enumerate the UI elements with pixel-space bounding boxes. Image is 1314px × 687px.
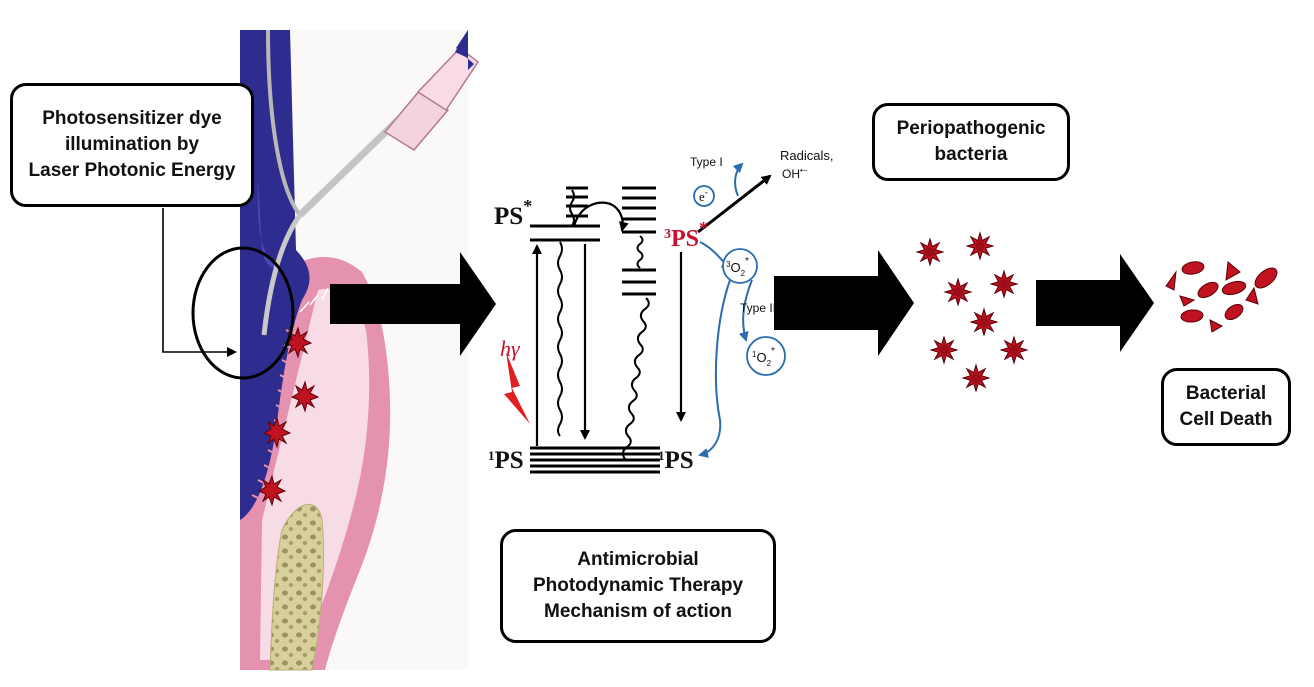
svg-text:1O2*: 1O2*: [752, 346, 775, 368]
bacterium-core: [925, 247, 935, 257]
pocket-bacterium: [257, 474, 287, 507]
illumination-highlight-circle: [191, 246, 295, 380]
cell-death-line-2: Cell Death: [1179, 409, 1273, 430]
flow-arrow-2: [774, 250, 914, 356]
svg-text:3O2*: 3O2*: [726, 256, 749, 278]
fragment-ellipse: [1221, 280, 1247, 296]
jablonski-diagram: PS* 3PS* 1PS 1PS hγ Type I e- Radicals, …: [488, 148, 833, 474]
fragment-triangle: [1245, 286, 1259, 305]
photon-energy-label: hγ: [500, 336, 521, 361]
pocket-bacterium: [262, 416, 292, 449]
bacterium-core: [999, 279, 1009, 289]
singlet-oxygen-circle: [746, 336, 786, 376]
flow-arrow-1: [330, 252, 496, 356]
fragment-triangle: [1165, 270, 1177, 291]
hydroxyl-label: OH•−: [782, 166, 808, 181]
antimicrobial-line-2: Photodynamic Therapy: [532, 575, 744, 596]
cell-death-line-1: Bacterial: [1185, 383, 1267, 404]
radicals-label: Radicals,: [780, 148, 833, 163]
svg-text:e-: e-: [699, 187, 708, 204]
fragment-ellipse: [1181, 261, 1205, 275]
type1-label: Type I: [690, 155, 723, 169]
laser-handpiece: [383, 30, 480, 151]
ground-ps-label-2: 1PS: [658, 447, 694, 474]
triplet-ps-label: 3PS*: [664, 218, 708, 252]
fragment-ellipse: [1180, 309, 1204, 323]
periopathogenic-callout: Periopathogenic bacteria: [872, 103, 1070, 181]
bacterium-core: [971, 373, 981, 383]
type2-label: Type II: [740, 301, 776, 315]
cell-death-callout: Bacterial Cell Death: [1161, 368, 1291, 446]
bacterium-core: [939, 345, 949, 355]
lightning-icon: [504, 352, 530, 424]
fragment-ellipse: [1197, 281, 1219, 299]
tooth-gum-illustration: [191, 29, 480, 671]
bacterium-core: [1009, 345, 1019, 355]
pocket-bacterium: [290, 380, 320, 413]
laser-fiber-top: [266, 29, 302, 217]
intersystem-crossing-arrow: [572, 201, 629, 232]
triplet-oxygen-circle: [722, 248, 758, 284]
ground-levels: [530, 446, 660, 474]
bacterium-core: [975, 241, 985, 251]
electron-circle: [693, 185, 715, 207]
bacterium-core: [979, 317, 989, 327]
fragment-triangle: [1209, 319, 1224, 333]
regeneration-arrow: [698, 279, 731, 458]
periopathogenic-line-1: Periopathogenic: [896, 118, 1046, 139]
fragment-ellipse: [1254, 267, 1278, 289]
photosensitizer-line-1: Photosensitizer dye: [42, 108, 222, 129]
svg-text:PS*: PS*: [494, 196, 532, 230]
type2-arrow-out: [738, 279, 753, 342]
alveolar-bone: [269, 503, 325, 671]
fragment-triangle: [1179, 295, 1196, 307]
photosensitizer-line-3: Laser Photonic Energy: [28, 160, 236, 181]
dead-bacteria-fragments: [1165, 261, 1278, 333]
antimicrobial-line-3: Mechanism of action: [544, 601, 732, 622]
flow-arrow-3: [1036, 254, 1154, 352]
nonradiative-decay-wavy: [621, 297, 650, 460]
photosensitizer-callout: Photosensitizer dye illumination by Lase…: [10, 83, 254, 207]
periopathogenic-line-2: bacteria: [934, 144, 1008, 165]
bacteria-cluster: [915, 231, 1029, 393]
internal-conversion-wavy: [557, 241, 563, 437]
type1-arrow: [697, 174, 772, 234]
antimicrobial-line-1: Antimicrobial: [577, 549, 699, 570]
photosensitizer-line-2: illumination by: [64, 134, 200, 155]
ground-ps-label: 1PS: [488, 447, 524, 474]
bacterium-core: [953, 287, 963, 297]
fragment-triangle: [1225, 261, 1241, 281]
antimicrobial-callout: Antimicrobial Photodynamic Therapy Mecha…: [500, 529, 776, 643]
callout-leader-arrow: [162, 208, 237, 357]
triplet-levels: [622, 186, 656, 296]
fragment-ellipse: [1224, 303, 1244, 321]
singlet-excited-levels: [530, 186, 600, 242]
